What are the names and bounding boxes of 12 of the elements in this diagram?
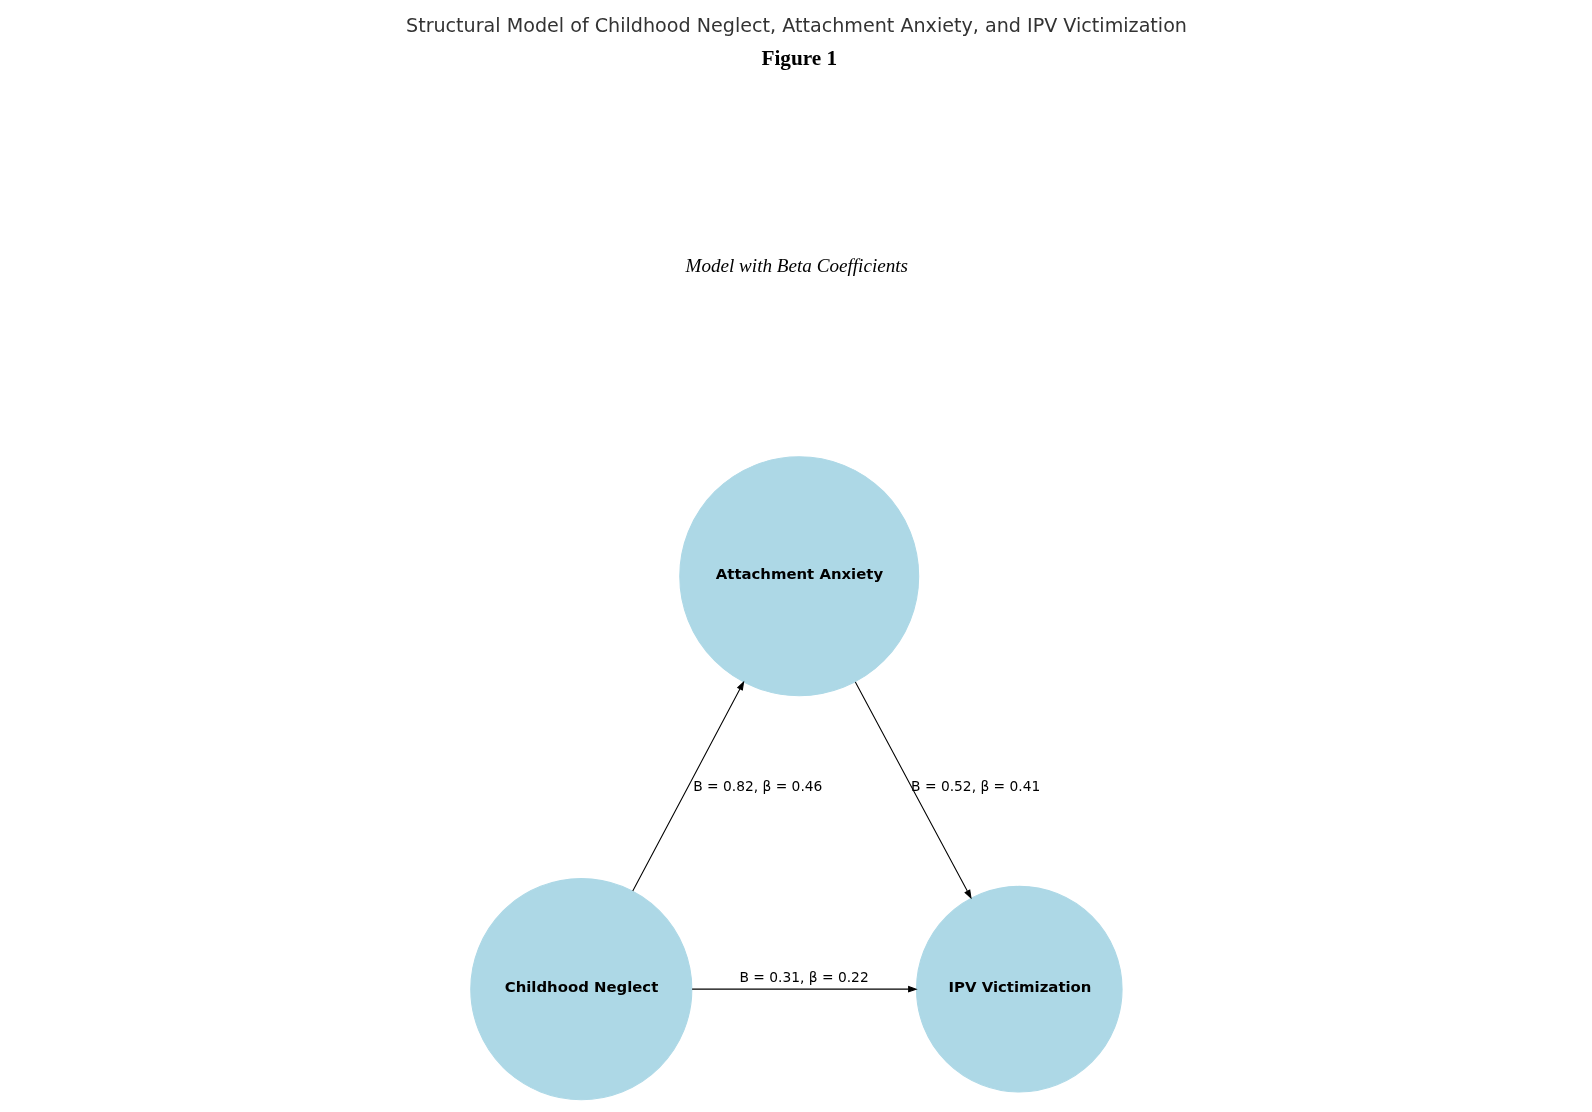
- edge-label: B = 0.52, β = 0.41: [910, 777, 1040, 794]
- arrow: [854, 681, 972, 900]
- edge-label: B = 0.82, β = 0.46: [692, 777, 822, 794]
- label: Figure 1: [760, 46, 837, 71]
- diagram-title: Structural Model of Childhood Neglect, Attachment Anxiety, and IPV Victimization: [405, 13, 1187, 37]
- label: Model with Beta Coefficients: [684, 255, 908, 277]
- node-circle: Childhood Neglect: [469, 878, 692, 1101]
- arrow: [691, 985, 918, 993]
- node-circle: Attachment Anxiety: [678, 456, 919, 697]
- edge-label: B = 0.31, β = 0.22: [739, 969, 869, 986]
- node-circle: IPV Victimization: [915, 885, 1123, 1093]
- arrow: [631, 680, 744, 892]
